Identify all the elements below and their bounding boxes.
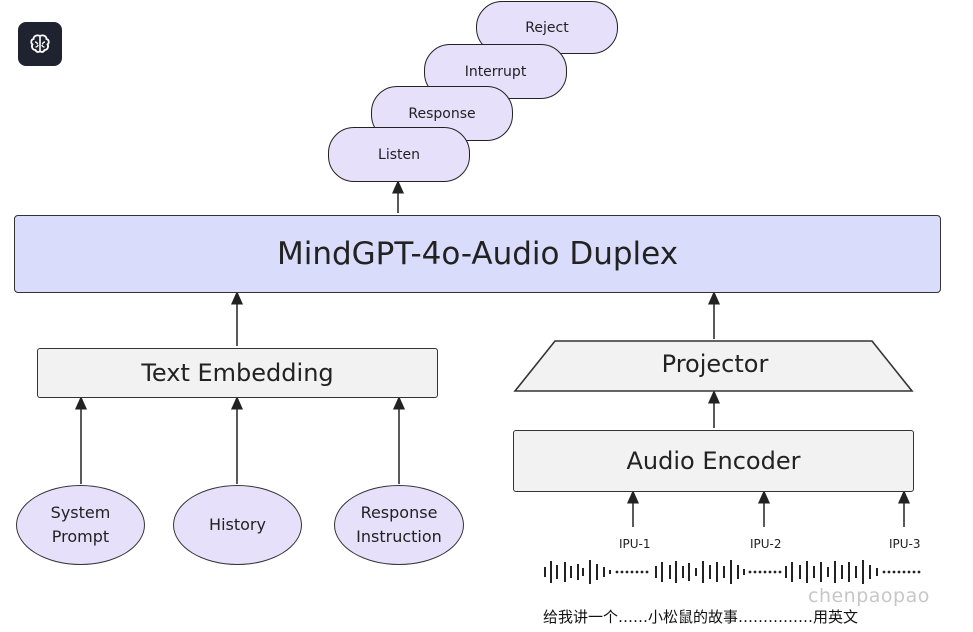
projector-shape [513, 340, 914, 392]
main-model-box: MindGPT-4o-Audio Duplex [14, 215, 941, 293]
input-history: History [173, 485, 302, 565]
projector-label: Projector [661, 350, 769, 378]
ipu-1-label: IPU-1 [619, 537, 651, 551]
brain-icon [30, 34, 50, 53]
waveform-dots [615, 570, 921, 574]
app-logo[interactable] [18, 22, 62, 66]
ipu-3-label: IPU-3 [889, 537, 921, 551]
speech-transcript: 给我讲一个……小松鼠的故事……………用英文 [543, 608, 859, 626]
audio-encoder-box: Audio Encoder [513, 430, 914, 492]
ipu-2-label: IPU-2 [750, 537, 782, 551]
watermark: chenpaopao [808, 585, 930, 607]
audio-waveform [544, 560, 878, 584]
text-embedding-box: Text Embedding [37, 348, 438, 398]
output-listen: Listen [328, 127, 470, 182]
